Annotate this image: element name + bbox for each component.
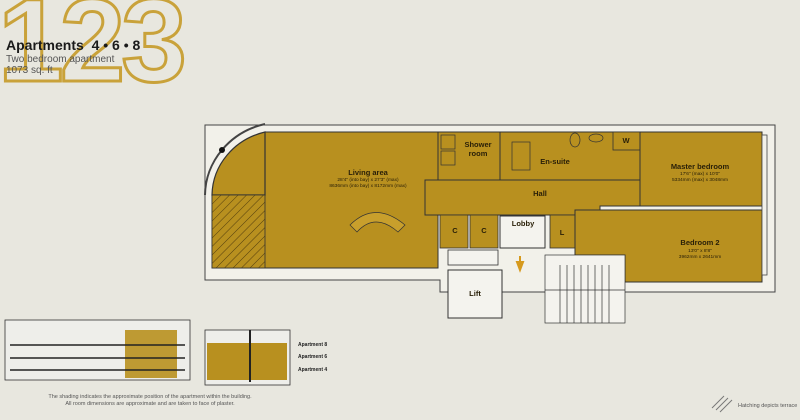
building-elevation-right	[204, 329, 291, 386]
wardrobe-label: W	[622, 136, 630, 145]
elevation-label-apartment-4: Apartment 4	[298, 367, 328, 373]
bedroom-2-dim-imperial: 13'0" x 8'8"	[688, 249, 712, 254]
lobby-label: Lobby	[511, 219, 535, 228]
master-bedroom-label: Master bedroom	[670, 162, 730, 171]
building-elevation-left	[4, 319, 191, 381]
hall-label: Hall	[533, 189, 547, 198]
ensuite-label: En-suite	[540, 157, 570, 166]
page-title: Apartments 4 • 6 • 8	[6, 37, 141, 53]
hatching-key-icon	[711, 395, 733, 413]
terrace-hatching	[211, 194, 266, 269]
cupboard-2	[469, 214, 499, 249]
sofa	[349, 212, 406, 233]
master-bedroom-dim-imperial: 17'6" (max) x 10'0"	[680, 172, 720, 177]
elevation-label-apartment-6: Apartment 6	[298, 354, 328, 360]
cupboard-2-label: C	[481, 226, 487, 235]
linen-shape	[549, 214, 576, 249]
lift-shape	[447, 269, 503, 319]
master-bedroom-dim-metric: 5334mm (max) x 3048mm	[672, 178, 728, 183]
hatching-note: Hatching depicts terrace	[738, 403, 798, 409]
apartment-type: Two bedroom apartment	[6, 54, 115, 65]
hall-shape	[424, 179, 641, 216]
shading-note: The shading indicates the approximate po…	[48, 394, 252, 400]
living-area-dim-imperial: 28'4" (into bay) x 27'3" (max)	[337, 178, 399, 183]
bedroom-2-label: Bedroom 2	[680, 238, 720, 247]
cupboard-1	[439, 214, 469, 249]
cupboard-1-label: C	[452, 226, 458, 235]
shower-room-label: Shower room	[464, 140, 492, 158]
apartment-area: 1073 sq. ft	[6, 65, 53, 76]
elevation-label-apartment-8: Apartment 8	[298, 342, 328, 348]
shower-room-shape	[437, 131, 501, 181]
lobby-shape	[499, 215, 546, 249]
living-area-dim-metric: 8636mm (into bay) x 8172mm (max)	[329, 184, 407, 189]
bedroom-2-dim-metric: 3962mm x 2641mm	[678, 255, 722, 260]
staircase	[544, 254, 626, 324]
dimensions-note: All room dimensions are approximate and …	[65, 401, 235, 407]
linen-label: L	[559, 228, 565, 237]
living-area-label: Living area	[348, 168, 388, 177]
master-bedroom-shape	[639, 131, 763, 207]
apartment-number-graphic: 123	[0, 0, 188, 107]
lift-label: Lift	[469, 289, 481, 298]
